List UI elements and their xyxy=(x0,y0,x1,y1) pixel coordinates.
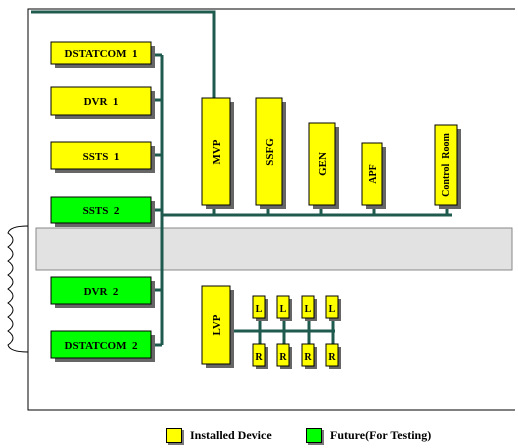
load-r-3: R xyxy=(301,343,317,369)
ssfg-box xyxy=(255,97,283,206)
legend-installed-label: Installed Device xyxy=(190,427,272,442)
device-dvr2: DVR 2 xyxy=(50,276,155,308)
device-dvr1: DVR 1 xyxy=(50,86,155,119)
dstatcom1-box xyxy=(50,41,152,65)
load-l-2: L xyxy=(276,295,292,321)
svg-text:R: R xyxy=(255,352,263,363)
legend-installed: Installed Device xyxy=(166,426,272,444)
gen-label: GEN xyxy=(317,152,329,176)
legend-future: Future(For Testing) xyxy=(306,426,431,444)
separator-band xyxy=(35,227,513,271)
lvp-box xyxy=(201,285,231,365)
load-r-2: R xyxy=(276,343,292,369)
svg-text:R: R xyxy=(328,352,336,363)
dvr1-label: DVR 1 xyxy=(84,96,119,108)
ssts1-label: SSTS 1 xyxy=(83,151,120,163)
dstatcom2-box xyxy=(50,330,152,359)
device-mvp: MVP xyxy=(201,97,234,209)
control-room-box xyxy=(434,124,458,206)
device-ssts1: SSTS 1 xyxy=(50,141,155,173)
svg-text:R: R xyxy=(304,352,312,363)
dvr1-box xyxy=(50,86,152,116)
feeder-to-mvp xyxy=(31,10,216,98)
svg-text:L: L xyxy=(329,304,336,315)
dstatcom2-label: DSTATCOM 2 xyxy=(65,340,138,352)
load-l-3: L xyxy=(301,295,317,321)
power-distribution-diagram: DSTATCOM 1 DVR 1 SSTS 1 SSTS 2 DVR 2 DST… xyxy=(7,8,515,411)
device-ssts2: SSTS 2 xyxy=(50,196,155,227)
wavy-edge xyxy=(7,225,29,353)
apf-box xyxy=(361,142,383,206)
device-lvp: LVP xyxy=(201,285,234,368)
ssts2-box xyxy=(50,196,152,224)
device-ssfg: SSFG xyxy=(255,97,286,209)
legend-future-label: Future(For Testing) xyxy=(330,427,432,442)
svg-text:L: L xyxy=(256,304,263,315)
dvr2-box xyxy=(50,276,152,305)
gen-box xyxy=(308,122,336,206)
svg-text:L: L xyxy=(305,304,312,315)
dstatcom1-label: DSTATCOM 1 xyxy=(65,48,138,60)
load-r-4: R xyxy=(325,343,341,369)
ssts1-box xyxy=(50,141,152,170)
mvp-box xyxy=(201,97,231,206)
site-boundary xyxy=(27,8,515,411)
device-apf: APF xyxy=(361,142,386,209)
ssfg-label: SSFG xyxy=(264,138,276,166)
dvr2-label: DVR 2 xyxy=(84,286,119,298)
load-r-1: R xyxy=(252,343,268,369)
installed-swatch xyxy=(166,427,182,443)
ssts2-label: SSTS 2 xyxy=(83,205,120,217)
mvp-label: MVP xyxy=(211,139,223,164)
device-control-room: Control Room xyxy=(434,124,461,209)
svg-text:L: L xyxy=(280,304,287,315)
lvp-label: LVP xyxy=(211,314,223,335)
future-swatch xyxy=(306,427,322,443)
device-dstatcom1: DSTATCOM 1 xyxy=(50,41,155,68)
svg-text:R: R xyxy=(279,352,287,363)
apf-label: APF xyxy=(368,164,379,183)
device-dstatcom2: DSTATCOM 2 xyxy=(50,330,155,362)
load-l-1: L xyxy=(252,295,268,321)
load-l-4: L xyxy=(325,295,341,321)
control-room-label: Control Room xyxy=(441,132,452,196)
left-devices: DSTATCOM 1 DVR 1 SSTS 1 SSTS 2 DVR 2 DST… xyxy=(50,41,155,362)
load-boxes: L L L L R R R xyxy=(252,295,341,369)
device-gen: GEN xyxy=(308,122,339,209)
top-devices: MVP SSFG GEN APF Control Room xyxy=(201,97,461,209)
